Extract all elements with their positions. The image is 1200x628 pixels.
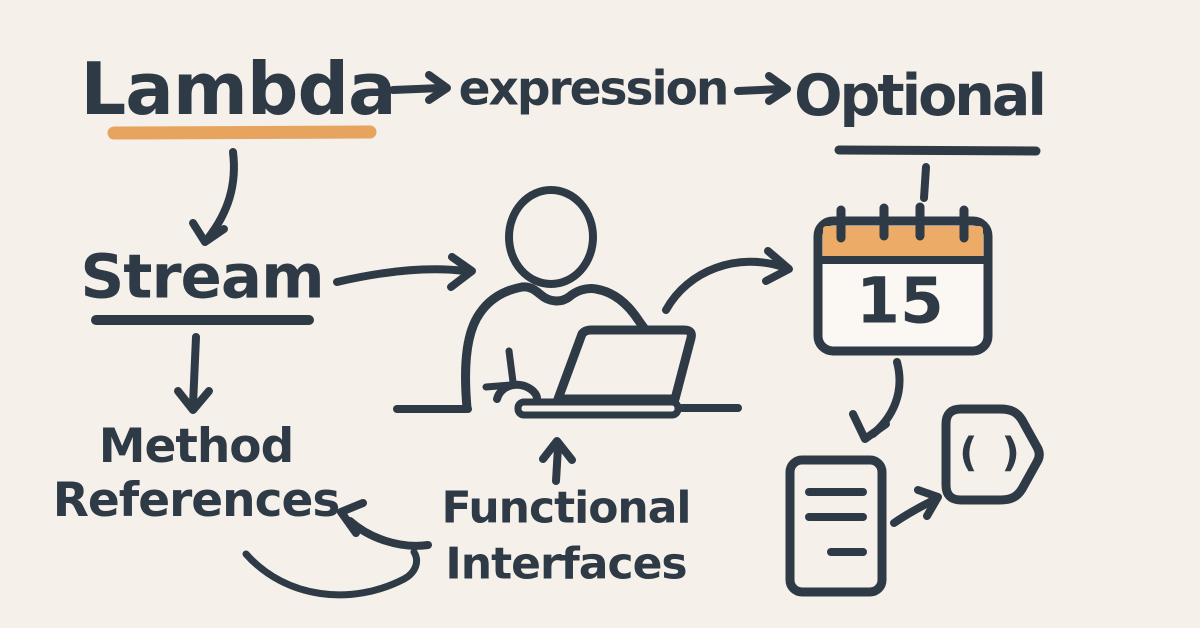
label-functional-interfaces: Functional Interfaces xyxy=(441,481,691,594)
document-icon xyxy=(785,455,887,597)
document-outline xyxy=(785,455,887,597)
optional-underline xyxy=(834,145,1041,202)
arrow-functional-to-person xyxy=(539,437,576,485)
label-stream: Stream xyxy=(80,241,324,313)
label-method-line2: References xyxy=(52,473,341,528)
person-body xyxy=(461,282,652,413)
label-lambda: Lambda xyxy=(80,47,396,131)
arrow-stream-to-person xyxy=(333,253,476,291)
label-method-references: Method References xyxy=(52,418,341,528)
label-method-line1: Method xyxy=(98,418,295,474)
person-arm xyxy=(505,347,517,386)
arrow-lambda-to-stream xyxy=(189,148,238,246)
calendar-band xyxy=(823,226,983,257)
arrow-stream-to-method-references xyxy=(174,333,213,414)
calendar-icon xyxy=(813,202,993,356)
code-parentheses-glyph: ( ) xyxy=(959,430,1025,476)
label-functional-line1: Functional xyxy=(441,482,691,534)
arrow-lambda-to-expression xyxy=(389,71,451,104)
code-tag-outline xyxy=(941,404,1044,505)
arrow-document-to-code-tag xyxy=(890,486,942,527)
label-functional-line2: Interfaces xyxy=(445,539,687,590)
label-expression: expression xyxy=(458,61,730,117)
arrow-person-to-calendar xyxy=(662,247,793,314)
arrow-functional-to-method-references xyxy=(337,499,432,550)
person-head xyxy=(505,186,597,288)
calendar-day-number: 15 xyxy=(856,264,944,338)
person-at-laptop-icon xyxy=(393,186,742,419)
laptop-screen xyxy=(553,325,696,404)
code-tag-icon xyxy=(941,404,1044,505)
label-optional: Optional xyxy=(794,63,1047,129)
optional-tick xyxy=(920,163,930,202)
lambda-underline xyxy=(107,125,377,140)
arrow-calendar-to-document xyxy=(849,358,904,443)
arc-functional-to-method-references xyxy=(242,548,421,599)
arrow-expression-to-optional xyxy=(734,72,791,105)
laptop-base xyxy=(514,398,682,419)
